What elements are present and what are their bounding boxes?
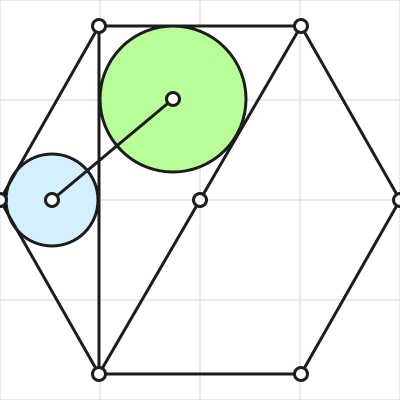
vertex-layer: [0, 18, 400, 382]
vertex-left[interactable]: [0, 192, 8, 208]
vertex-top-right[interactable]: [293, 18, 309, 34]
vertex-right[interactable]: [392, 192, 400, 208]
vertex-bottom-left[interactable]: [91, 366, 107, 382]
center-connector[interactable]: [51, 97, 174, 202]
vertex-center[interactable]: [192, 192, 208, 208]
vertex-bottom-right[interactable]: [293, 366, 309, 382]
small-circle-center[interactable]: [44, 192, 60, 208]
large-circle-center[interactable]: [165, 91, 181, 107]
vertex-top-left[interactable]: [91, 18, 107, 34]
